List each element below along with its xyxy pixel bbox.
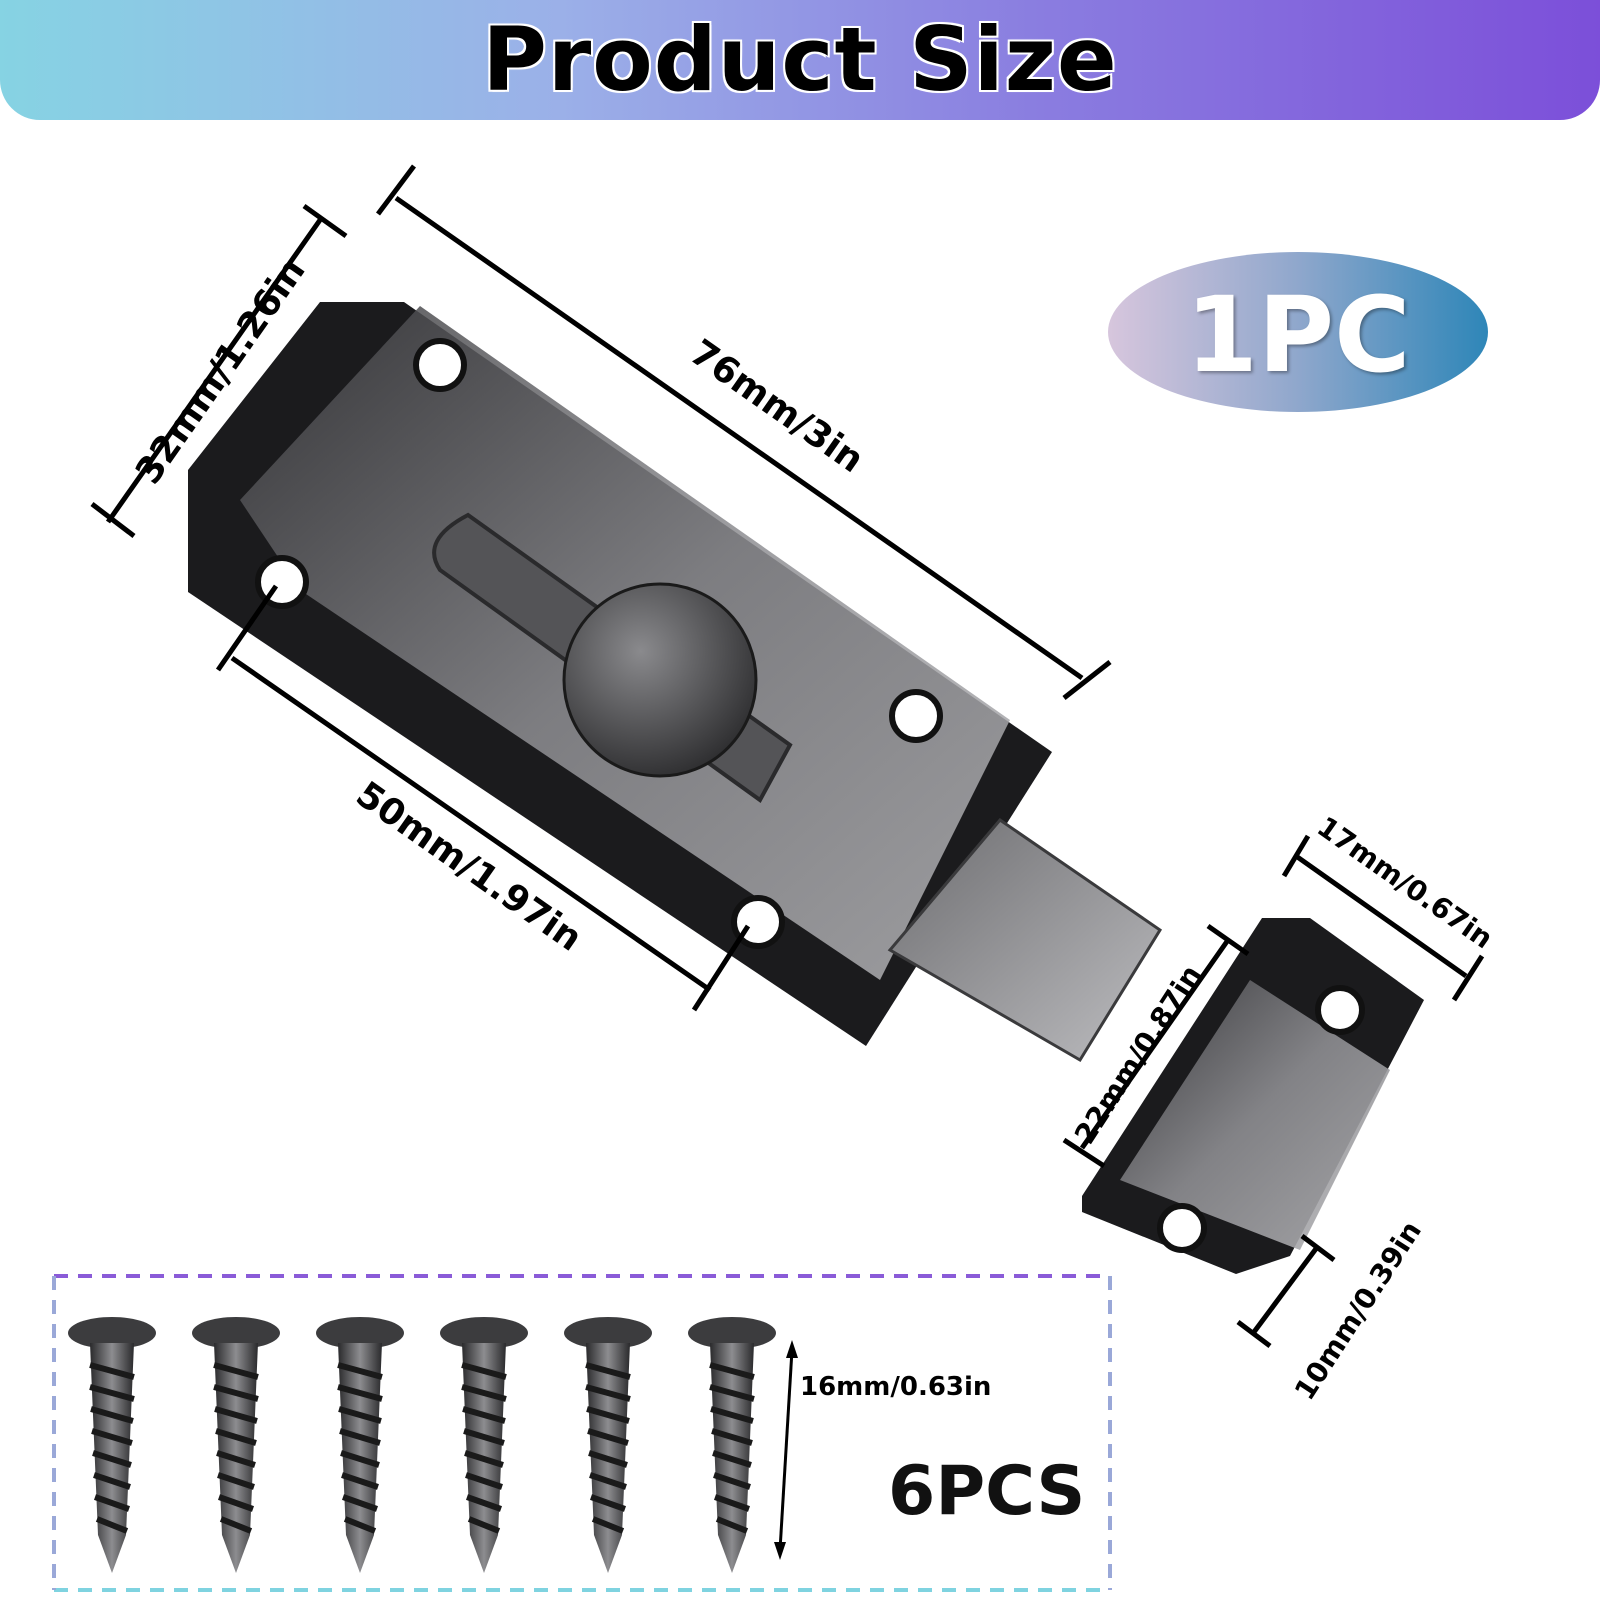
- screw: [316, 1317, 404, 1573]
- screw: [68, 1317, 156, 1573]
- title-banner: Product Size: [0, 0, 1600, 120]
- screw-box: [52, 1274, 1112, 1592]
- screw-hole: [1157, 985, 1365, 1253]
- screw: [564, 1317, 652, 1573]
- dimension-lines: [90, 164, 1485, 1551]
- latch-bolt: [887, 817, 1163, 1063]
- quantity-badge-label: 1PC: [1185, 274, 1411, 396]
- dim-screw-length: 16mm/0.63in: [800, 1372, 992, 1402]
- screw-count-label: 6PCS: [888, 1452, 1086, 1531]
- screw: [192, 1317, 280, 1573]
- screw: [688, 1317, 776, 1573]
- screws: [68, 1317, 776, 1573]
- screw: [440, 1317, 528, 1573]
- quantity-badge: 1PC: [1108, 252, 1488, 412]
- keeper-body: [1082, 918, 1424, 1274]
- latch-body: [188, 302, 1163, 1063]
- page-title: Product Size: [481, 7, 1118, 112]
- latch-knob: [562, 582, 758, 778]
